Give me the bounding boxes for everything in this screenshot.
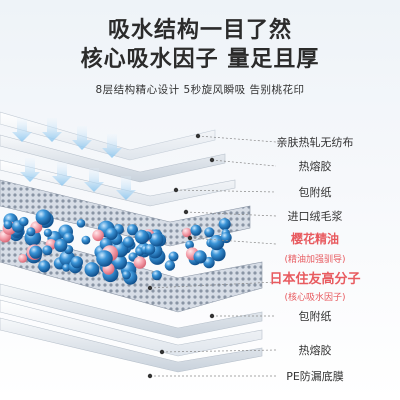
down-arrow-icon [84, 168, 104, 192]
leader-line [175, 189, 277, 193]
polymer-bead [210, 246, 226, 262]
down-arrow-icon [72, 126, 92, 150]
polymer-bead [204, 227, 215, 238]
subtitle: 8层结构精心设计 5秒旋风瞬吸 告别桃花印 [95, 84, 305, 96]
polymer-bead [63, 232, 74, 244]
down-arrow-icon [52, 162, 72, 186]
polymer-bead [168, 251, 179, 262]
down-arrow-icon [20, 158, 40, 182]
leader-dot [209, 157, 215, 163]
leader-dot [147, 373, 153, 379]
layer-label: 热熔胶 [298, 160, 332, 173]
layer-label: 亲肤热轧无纺布 [276, 136, 354, 149]
polymer-bead [127, 224, 138, 236]
polymer-bead [185, 240, 195, 250]
polymer-bead [149, 232, 164, 247]
down-arrow-icon [102, 134, 122, 158]
leader-dot [187, 235, 193, 241]
polymer-bead [35, 209, 52, 225]
leader-line [197, 135, 277, 143]
top-sheets [0, 111, 236, 207]
polymer-bead [122, 236, 135, 248]
leader-line [185, 211, 277, 217]
polymer-bead [105, 227, 118, 240]
oil-droplet [92, 229, 104, 242]
polymer-bead [220, 232, 232, 244]
leader-line [211, 159, 277, 167]
oil-droplet [182, 227, 192, 238]
polymer-bead [84, 262, 100, 277]
bottom-sheets [0, 283, 263, 373]
polymer-bead [193, 250, 207, 264]
polymer-bead [62, 263, 71, 272]
down-arrow-icon [42, 118, 62, 142]
polymer-bead [3, 220, 13, 230]
leader-dot [209, 313, 215, 319]
leader-dot [159, 349, 165, 355]
polymer-bead [203, 256, 215, 269]
leader-line [149, 281, 277, 289]
headline-line-1: 吸水结构一目了然 [107, 18, 292, 43]
layer-label: 樱花精油 [290, 232, 339, 246]
polymer-bead [42, 245, 53, 256]
leader-lines [147, 133, 277, 379]
polymer-bead [29, 245, 43, 259]
polymer-bead [54, 238, 68, 252]
layer-label: 包附纸 [298, 310, 332, 323]
polymer-bead [96, 250, 113, 267]
leader-line [161, 349, 277, 353]
polymer-bead [122, 270, 131, 280]
polymer-bead [76, 219, 86, 228]
layer-label: 热熔胶 [298, 344, 332, 357]
polymer-bead [134, 229, 150, 245]
layer-note: (精油加强驯导) [284, 255, 346, 265]
oil-droplet [133, 256, 147, 269]
polymer-bead [43, 228, 53, 237]
polymer-bead [218, 218, 231, 231]
polymer-bead [190, 224, 202, 236]
oil-droplet [18, 254, 28, 263]
polymer-bead [38, 260, 51, 273]
headline-line-2: 核心吸水因子 量足且厚 [80, 47, 320, 72]
leader-dot [173, 187, 179, 193]
polymer-bead [19, 216, 29, 227]
leader-dot [183, 209, 189, 215]
polymer-bead [151, 270, 162, 281]
down-arrow-icon [116, 176, 136, 200]
layer-label: PE防漏底膜 [286, 370, 344, 383]
layer-note: (核心吸水因子) [284, 293, 346, 303]
down-arrow-icon [12, 118, 32, 142]
polymer-bead [209, 235, 225, 251]
leader-dot [195, 133, 201, 139]
polymer-bead [81, 235, 91, 245]
layer-label: 进口绒毛浆 [287, 210, 343, 223]
leader-dot [147, 285, 153, 291]
polymer-bead [164, 260, 176, 271]
polymer-bead [70, 256, 83, 269]
polymer-bead [26, 227, 36, 237]
absorption-arrows [12, 118, 136, 200]
layer-label: 日本住友高分子 [269, 272, 361, 287]
polymer-bead [144, 244, 156, 255]
polymer-beads [0, 209, 232, 285]
layer-label: 包附纸 [298, 186, 332, 199]
